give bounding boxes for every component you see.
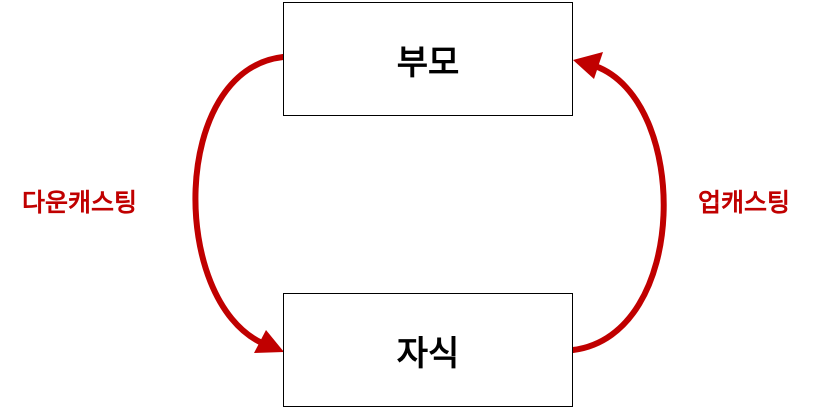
upcast-label: 업캐스팅 (698, 188, 791, 217)
upcast-arrowhead (573, 52, 603, 79)
downcast-label: 다운캐스팅 (22, 188, 138, 217)
parent-node-label: 부모 (396, 42, 460, 83)
child-node-label: 자식 (396, 333, 460, 374)
child-node: 자식 (283, 293, 573, 407)
downcast-arrow (192, 54, 286, 346)
upcast-arrow (570, 63, 667, 353)
downcast-arrowhead (254, 330, 284, 353)
parent-node: 부모 (283, 2, 573, 116)
